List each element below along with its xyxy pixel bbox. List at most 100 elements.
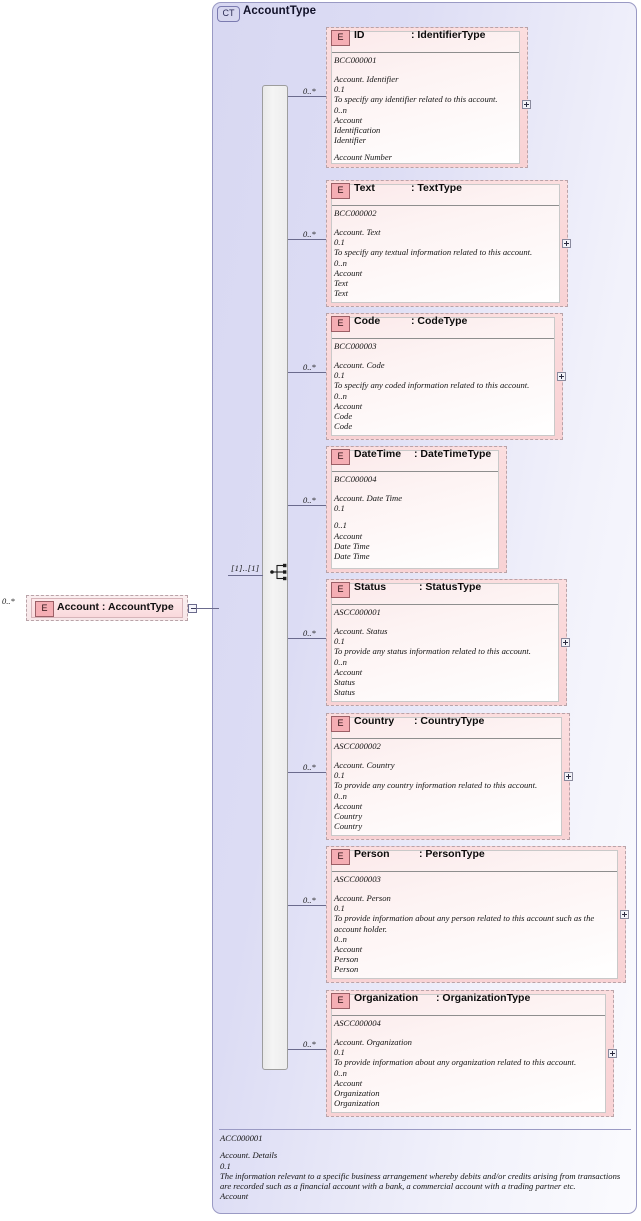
element-name: ID <box>354 29 365 41</box>
doc-line: 0..1 <box>334 520 347 531</box>
element-documentation: Account. Country 0.1 To provide any coun… <box>334 760 561 831</box>
footer-code: ACC000001 <box>220 1133 263 1143</box>
doc-line: Date Time <box>334 540 370 551</box>
doc-line: Account. Date Time <box>334 493 403 503</box>
doc-line: 0.1 <box>334 84 345 95</box>
element-documentation: Account. Identifier 0.1 To specify any i… <box>334 74 519 163</box>
element-documentation: Account. Text 0.1 To specify any textual… <box>334 227 559 298</box>
expand-icon[interactable] <box>564 772 573 781</box>
doc-line: Text <box>334 288 349 299</box>
root-element-label: Account : AccountType <box>57 601 174 613</box>
doc-line: Account <box>334 944 363 955</box>
element-type: : IdentifierType <box>411 29 486 41</box>
doc-line: 0.1 <box>334 503 345 514</box>
doc-line: Status <box>334 687 356 698</box>
complextype-badge-icon: CT <box>217 6 240 22</box>
header-divider <box>332 871 617 872</box>
element-name: Person <box>354 848 390 860</box>
doc-line: To specify any textual information relat… <box>334 247 533 258</box>
collapse-box-icon[interactable] <box>188 604 197 613</box>
doc-line: To provide any country information relat… <box>334 780 538 791</box>
doc-line: Text <box>334 278 349 289</box>
element-node-datetime[interactable]: E DateTime : DateTimeType BCC000004 Acco… <box>326 446 507 573</box>
footer-divider <box>219 1129 631 1130</box>
element-node-country[interactable]: E Country : CountryType ASCC000002 Accou… <box>326 713 573 840</box>
element-documentation: Account. Status 0.1 To provide any statu… <box>334 626 558 697</box>
header-divider <box>332 205 559 206</box>
header-divider <box>332 604 558 605</box>
cardinality-6: 0..* <box>303 895 316 905</box>
cardinality-0: 0..* <box>303 86 316 96</box>
doc-line: Account <box>334 530 363 541</box>
doc-line: Account. Person <box>334 893 391 903</box>
doc-line: Account Number <box>334 152 392 163</box>
doc-line: Organization <box>334 1098 380 1109</box>
doc-line: The information relevant to a specific b… <box>220 1170 621 1192</box>
node-body <box>331 31 520 164</box>
element-type: : DateTimeType <box>414 448 492 460</box>
doc-line: Account <box>334 400 363 411</box>
element-name: Code <box>354 315 381 327</box>
element-badge-icon: E <box>331 582 350 598</box>
node-body <box>331 583 559 702</box>
cardinality-3: 0..* <box>303 495 316 505</box>
element-code: BCC000004 <box>334 474 377 484</box>
root-element-occurrence: 0..* <box>2 596 15 606</box>
root-element-inner[interactable] <box>31 598 183 618</box>
connector-line-3 <box>288 505 326 506</box>
node-body <box>331 450 499 569</box>
doc-line: To provide information about any person … <box>334 913 595 934</box>
element-node-status[interactable]: E Status : StatusType ASCC000001 Account… <box>326 579 570 706</box>
element-type: : CountryType <box>414 715 485 727</box>
expand-icon[interactable] <box>557 372 566 381</box>
element-badge-icon: E <box>331 316 350 332</box>
doc-line: 0..n <box>334 257 347 268</box>
element-node-organization[interactable]: E Organization : OrganizationType ASCC00… <box>326 990 617 1117</box>
doc-line: Account. Country <box>334 760 395 770</box>
element-node-person[interactable]: E Person : PersonType ASCC000003 Account… <box>326 846 629 983</box>
doc-line: Account <box>334 267 363 278</box>
connector-line-2 <box>288 372 326 373</box>
expand-icon[interactable] <box>620 910 629 919</box>
element-code: ASCC000002 <box>334 741 381 751</box>
header-divider <box>332 338 554 339</box>
expand-icon[interactable] <box>561 638 570 647</box>
element-badge-icon: E <box>331 449 350 465</box>
element-code: BCC000002 <box>334 208 377 218</box>
doc-line: Country <box>334 811 363 822</box>
doc-line: 0..n <box>334 656 347 667</box>
complextype-documentation: ACC000001 Account. Details 0.1 The infor… <box>220 1133 628 1202</box>
doc-line: 0..n <box>334 104 347 115</box>
doc-line: Code <box>334 411 353 422</box>
doc-line: Account. Organization <box>334 1037 412 1047</box>
node-body <box>331 317 555 436</box>
element-node-code[interactable]: E Code : CodeType BCC000003 Account. Cod… <box>326 313 566 440</box>
doc-spacer <box>220 1143 628 1150</box>
node-body <box>331 994 606 1113</box>
element-documentation: Account. Code 0.1 To specify any coded i… <box>334 360 554 431</box>
compositor-connector-line <box>228 575 263 576</box>
header-divider <box>332 52 519 53</box>
expand-icon[interactable] <box>562 239 571 248</box>
element-name: Country <box>354 715 395 727</box>
doc-line: 0.1 <box>220 1160 231 1171</box>
connector-line-4 <box>288 638 326 639</box>
element-name: Status <box>354 581 387 593</box>
doc-line: Account <box>334 800 363 811</box>
doc-line: 0..n <box>334 933 347 944</box>
complextype-title: AccountType <box>243 5 317 17</box>
expand-icon[interactable] <box>608 1049 617 1058</box>
doc-line: Account <box>334 666 363 677</box>
element-node-text[interactable]: E Text : TextType BCC000002 Account. Tex… <box>326 180 571 307</box>
doc-line: 0..n <box>334 790 347 801</box>
element-node-id[interactable]: E ID : IdentifierType BCC000001 Account.… <box>326 27 531 168</box>
element-badge-icon: E <box>331 993 350 1009</box>
doc-line: Identification <box>334 125 381 136</box>
header-divider <box>332 1015 605 1016</box>
expand-icon[interactable] <box>522 100 531 109</box>
cardinality-1: 0..* <box>303 229 316 239</box>
doc-spacer <box>334 145 519 152</box>
element-documentation: Account. Date Time 0.1 0..1 Account Date… <box>334 493 498 561</box>
doc-line: Account. Code <box>334 360 385 370</box>
